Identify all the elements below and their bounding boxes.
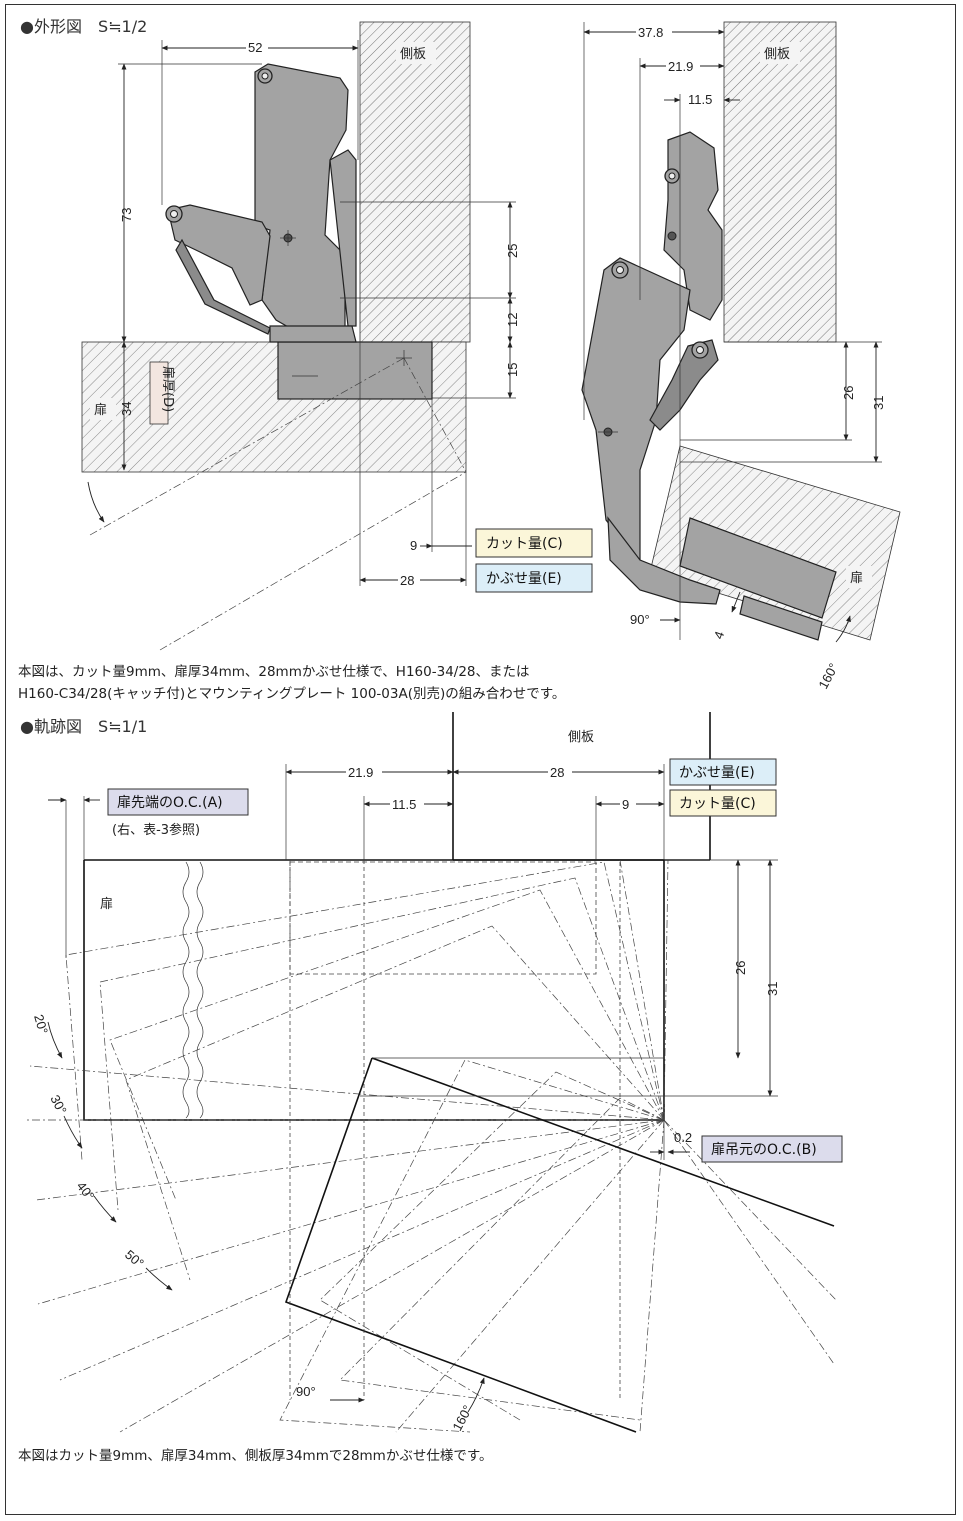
traj-dim-9: 9 xyxy=(622,797,629,812)
overlay-amount-label: かぶせ量(E) xyxy=(486,571,562,587)
right-door-label: 扉 xyxy=(850,570,863,586)
dim-25: 25 xyxy=(505,244,520,258)
door-hinge-oc-label: 扉吊元のO.C.(B) xyxy=(711,1142,817,1158)
overlay-amount-tag xyxy=(475,563,593,593)
angle-30: 30° xyxy=(47,1092,69,1116)
traj-dim-0-2: 0.2 xyxy=(674,1130,692,1145)
left-door-label: 扉 xyxy=(94,402,107,418)
dim-28-left: 28 xyxy=(400,573,414,588)
angle-40: 40° xyxy=(74,1179,98,1204)
door-tip-oc-label: 扉先端のO.C.(A) xyxy=(117,795,223,811)
left-side-panel: 側板 xyxy=(359,21,471,343)
dim-52: 52 xyxy=(248,40,262,55)
right-door: 扉 xyxy=(649,445,901,641)
trajectory-note: 本図はカット量9mm、扉厚34mm、側板厚34mmで28mmかぶせ仕様です。 xyxy=(18,1448,492,1464)
angle-90-outline: 90° xyxy=(630,612,650,627)
dim-34: 34 xyxy=(119,402,134,416)
cut-amount-tag xyxy=(475,528,593,558)
left-dimensions: 52 73 34 25 12 15 9 28 xyxy=(87,40,520,651)
right-dimensions: 37.8 21.9 11.5 26 31 90° 4 160° xyxy=(583,22,886,692)
door-hinge-oc-tag xyxy=(701,1135,843,1163)
trajectory-angles: 20° 30° 40° 50° 90° 160° xyxy=(31,1013,485,1434)
dim-11-5: 11.5 xyxy=(688,92,712,107)
right-side-panel: 側板 xyxy=(723,21,837,343)
left-hinge xyxy=(165,63,433,400)
traj-dim-26: 26 xyxy=(733,961,748,975)
cut-amount-label: カット量(C) xyxy=(486,536,563,552)
traj-dim-31: 31 xyxy=(765,982,780,996)
traj-overlay-label: かぶせ量(E) xyxy=(679,765,755,781)
door-thickness-tag: 扉厚(D) xyxy=(160,366,176,412)
outline-heading: ●外形図 S≒1/2 xyxy=(20,17,147,36)
dim-9-left: 9 xyxy=(410,538,417,553)
right-hinge xyxy=(581,131,837,641)
angle-50: 50° xyxy=(122,1247,147,1271)
trajectory-door: 扉 xyxy=(83,859,665,1121)
left-side-panel-label: 側板 xyxy=(400,47,426,62)
dim-73: 73 xyxy=(119,208,134,222)
dim-26-right: 26 xyxy=(841,386,856,400)
dim-4: 4 xyxy=(711,629,728,641)
traj-cut-label: カット量(C) xyxy=(679,796,756,812)
angle-160-outline: 160° xyxy=(815,661,841,692)
outline-legend: カット量(C) かぶせ量(E) xyxy=(475,528,593,593)
dim-21-9: 21.9 xyxy=(668,59,693,74)
trajectory-side-panel: 側板 xyxy=(452,712,711,861)
trajectory-door-label: 扉 xyxy=(100,896,113,912)
trajectory-heading: ●軌跡図 S≒1/1 xyxy=(20,717,147,736)
trajectory-side-panel-label: 側板 xyxy=(568,730,594,745)
angle-90: 90° xyxy=(296,1384,316,1399)
angle-20: 20° xyxy=(31,1013,51,1036)
trajectory-tags: 扉先端のO.C.(A) (右、表-3参照) かぶせ量(E) カット量(C) 扉吊… xyxy=(107,758,843,1163)
door-tip-oc-tag xyxy=(107,788,249,816)
dim-31-right: 31 xyxy=(871,396,886,410)
dim-15: 15 xyxy=(505,363,520,377)
traj-dim-11-5: 11.5 xyxy=(392,797,416,812)
outline-note-line2: H160-C34/28(キャッチ付)とマウンティングプレート 100-03A(別… xyxy=(18,686,565,702)
traj-cut-tag xyxy=(669,789,777,817)
traj-dim-21-9: 21.9 xyxy=(348,765,373,780)
trajectory-dimensions: 21.9 28 11.5 9 26 31 0.2 xyxy=(48,764,780,1160)
trajectory-swing-lines xyxy=(26,800,837,1433)
traj-overlay-tag xyxy=(669,758,777,786)
angle-160: 160° xyxy=(449,1403,475,1434)
right-side-panel-label: 側板 xyxy=(764,47,790,62)
dim-12: 12 xyxy=(505,313,520,327)
dim-37-8: 37.8 xyxy=(638,25,663,40)
left-door: 扉 扉厚(D) xyxy=(81,341,467,473)
traj-dim-28: 28 xyxy=(550,765,564,780)
door-tip-oc-note: (右、表-3参照) xyxy=(112,822,200,838)
outline-note-line1: 本図は、カット量9mm、扉厚34mm、28mmかぶせ仕様で、H160-34/28… xyxy=(18,664,530,680)
